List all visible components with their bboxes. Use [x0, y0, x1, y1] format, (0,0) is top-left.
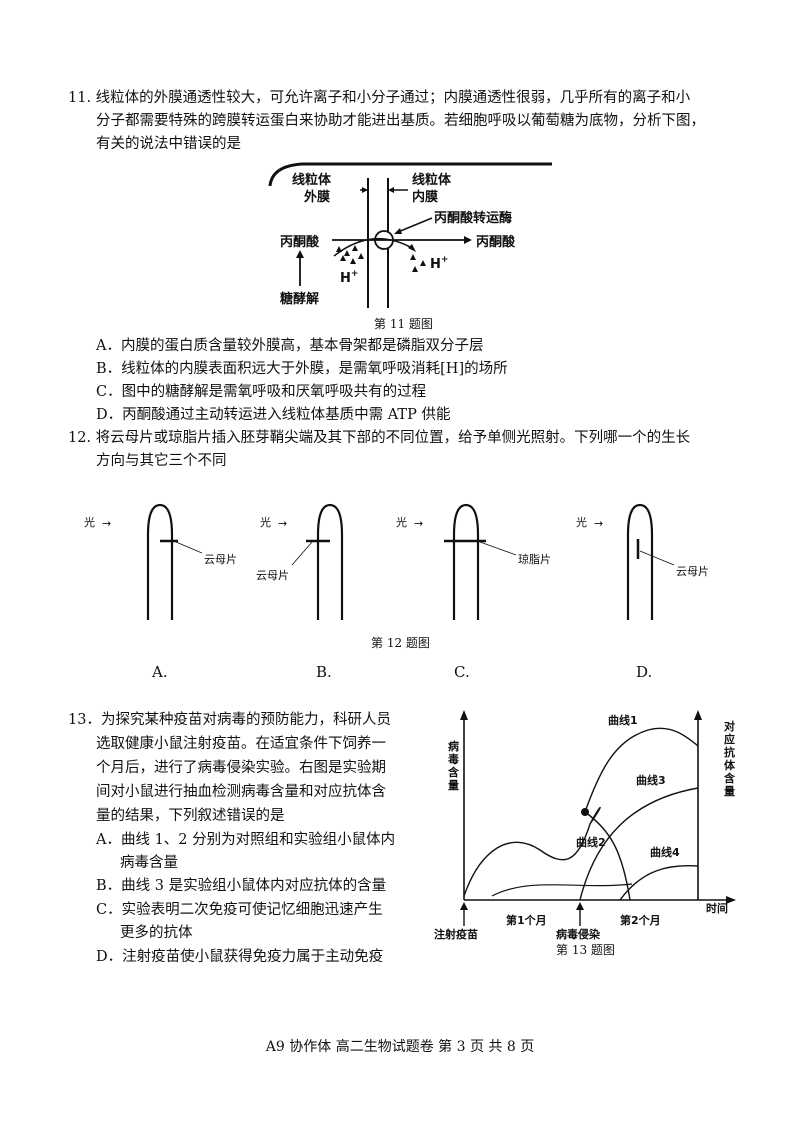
transporter-label: 丙酮酸转运酶 — [434, 210, 512, 226]
svg-text:含: 含 — [723, 771, 736, 785]
q13-option-a-cont: 病毒含量 — [120, 855, 178, 871]
q12-choice-c: C. — [454, 663, 470, 681]
light-arrow-b: → — [278, 517, 287, 530]
q11-option-a: A．内膜的蛋白质含量较外膜高，基本骨架都是磷脂双分子层 — [96, 338, 484, 354]
q13-option-b: B．曲线 3 是实验组小鼠体内对应抗体的含量 — [96, 878, 387, 894]
pyruvate-left-label: 丙酮酸 — [280, 234, 320, 250]
svg-text:体: 体 — [724, 758, 736, 772]
q12-choice-a: A. — [152, 663, 168, 681]
mica-label-b: 云母片 — [256, 569, 289, 582]
q13-line-2: 选取健康小鼠注射疫苗。在适宜条件下饲养一 — [96, 736, 386, 752]
svg-text:量: 量 — [724, 785, 735, 798]
q11-option-b: B．线粒体的内膜表面积远大于外膜，是需氧呼吸消耗[H]的场所 — [96, 361, 508, 377]
svg-text:抗: 抗 — [724, 745, 735, 759]
pyruvate-right-label: 丙酮酸 — [476, 234, 516, 250]
proton-triangles-right — [410, 254, 426, 272]
curve-4-label: 曲线4 — [650, 845, 680, 859]
light-label-a: 光 — [84, 515, 95, 529]
coleoptile-a: 光 → 云母片 — [84, 503, 237, 620]
outer-membrane-label-1: 线粒体 — [292, 172, 332, 188]
outer-membrane-label-2: 外膜 — [303, 189, 330, 205]
curve-3 — [579, 787, 699, 901]
q11-option-d: D．丙酮酸通过主动转运进入线粒体基质中需 ATP 供能 — [96, 407, 451, 423]
q13-option-a: A．曲线 1、2 分别为对照组和实验组小鼠体内 — [96, 832, 396, 848]
q12-figure: 光 → 云母片 光 → 云母片 光 → 琼脂片 光 → — [84, 503, 709, 620]
y-left-label: 病 毒 含 量 — [447, 739, 460, 792]
svg-text:病: 病 — [448, 739, 459, 753]
month-1-label: 第1个月 — [506, 913, 547, 927]
q13-line-1: 13．为探究某种疫苗对病毒的预防能力，科研人员 — [68, 712, 391, 728]
q12-choice-d: D. — [636, 663, 653, 681]
light-arrow-d: → — [594, 517, 603, 530]
curve-2 — [463, 806, 601, 897]
inner-membrane-label-2: 内膜 — [412, 189, 438, 205]
coleoptile-b: 光 → 云母片 — [256, 503, 344, 620]
q13-option-c: C．实验表明二次免疫可使记忆细胞迅速产生 — [96, 902, 383, 918]
q12-choice-b: B. — [316, 663, 332, 681]
svg-text:量: 量 — [448, 779, 459, 792]
curve-3-label: 曲线3 — [636, 773, 666, 787]
q12-caption: 第 12 题图 — [371, 636, 430, 650]
curve-2-label: 曲线2 — [576, 835, 606, 849]
q11-figure: 线粒体 外膜 线粒体 内膜 丙酮酸转运酶 丙酮酸 丙酮酸 H+ H+ 糖酵解 — [268, 162, 552, 308]
curve-4 — [619, 864, 699, 901]
q13-figure: 病 毒 含 量 对 应 抗 体 含 量 时间 曲线1 曲线3 曲线2 曲线4 — [434, 710, 736, 941]
light-arrow-a: → — [102, 517, 111, 530]
y-right-label: 对 应 抗 体 含 量 — [723, 719, 736, 798]
baseline-curve — [491, 883, 633, 897]
infect-label: 病毒侵染 — [556, 927, 601, 941]
mica-label-d: 云母片 — [676, 565, 709, 578]
inner-membrane-label-1: 线粒体 — [412, 172, 452, 188]
curve-1 — [584, 727, 699, 813]
curve-1-label: 曲线1 — [608, 713, 638, 727]
mica-label-a: 云母片 — [204, 553, 237, 566]
svg-text:含: 含 — [447, 765, 460, 779]
q13-option-c-cont: 更多的抗体 — [120, 925, 193, 941]
svg-text:对: 对 — [724, 719, 735, 733]
curve-2-drop — [584, 811, 631, 901]
q11-option-c: C．图中的糖酵解是需氧呼吸和厌氧呼吸共有的过程 — [96, 384, 427, 400]
q11-line-3: 有关的说法中错误的是 — [96, 136, 241, 152]
light-label-b: 光 — [260, 515, 271, 529]
q13-line-5: 量的结果，下列叙述错误的是 — [96, 808, 285, 824]
q12-line-1: 12. 将云母片或琼脂片插入胚芽鞘尖端及其下部的不同位置，给予单侧光照射。下列哪… — [68, 430, 691, 446]
light-arrow-c: → — [414, 517, 423, 530]
q11-caption: 第 11 题图 — [374, 317, 433, 331]
q13-caption: 第 13 题图 — [556, 943, 615, 957]
svg-text:毒: 毒 — [448, 752, 459, 766]
q11-line-1: 11. 线粒体的外膜通透性较大，可允许离子和小分子通过；内膜通透性很弱，几乎所有… — [68, 90, 691, 106]
glycolysis-label: 糖酵解 — [280, 291, 319, 307]
coleoptile-c: 光 → 琼脂片 — [396, 503, 551, 620]
agar-label-c: 琼脂片 — [518, 552, 551, 566]
q13-line-4: 间对小鼠进行抽血检测病毒含量和对应抗体含 — [96, 784, 386, 800]
page-footer: A9 协作体 高二生物试题卷 第 3 页 共 8 页 — [265, 1039, 535, 1055]
coleoptile-d: 光 → 云母片 — [576, 503, 709, 620]
q13-option-d: D．注射疫苗使小鼠获得免疫力属于主动免疫 — [96, 949, 384, 965]
light-label-d: 光 — [576, 515, 587, 529]
inject-label: 注射疫苗 — [434, 927, 478, 941]
svg-text:应: 应 — [724, 732, 735, 746]
x-axis-label: 时间 — [706, 901, 728, 915]
h-plus-right: H+ — [430, 255, 448, 272]
q13-line-3: 个月后，进行了病毒侵染实验。右图是实验期 — [96, 760, 386, 776]
q11-line-2: 分子都需要特殊的跨膜转运蛋白来协助才能进出基质。若细胞呼吸以葡萄糖为底物，分析下… — [96, 113, 705, 129]
month-2-label: 第2个月 — [620, 913, 661, 927]
q12-line-2: 方向与其它三个不同 — [96, 453, 227, 469]
mitochondrion-outline — [268, 162, 552, 187]
light-label-c: 光 — [396, 515, 407, 529]
proton-triangles-left — [336, 245, 364, 264]
h-plus-left: H+ — [340, 269, 358, 286]
